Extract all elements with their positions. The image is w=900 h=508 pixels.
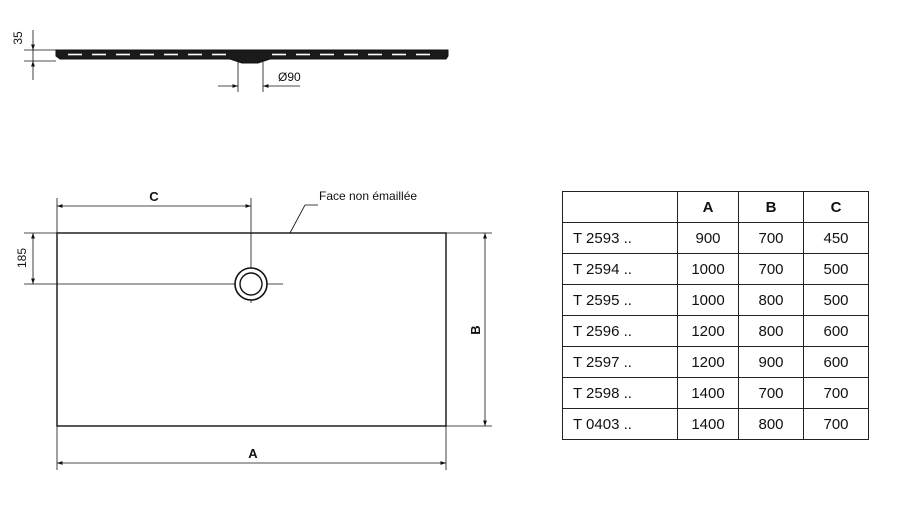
column-header-b: B (738, 191, 804, 223)
b-cell: 700 (738, 253, 804, 285)
a-cell: 1200 (677, 315, 739, 347)
a-cell: 1200 (677, 346, 739, 378)
a-cell: 1000 (677, 284, 739, 316)
b-cell: 800 (738, 284, 804, 316)
ref-cell: T 2596 .. (562, 315, 678, 347)
height-dim-label: 35 (11, 31, 25, 45)
column-header-a: A (677, 191, 739, 223)
table-row: T 2594 .. 1000 700 500 (562, 253, 869, 285)
table-row: T 2593 .. 900 700 450 (562, 222, 869, 254)
c-cell: 450 (803, 222, 869, 254)
b-cell: 800 (738, 408, 804, 440)
table-row: T 2595 .. 1000 800 500 (562, 284, 869, 316)
ref-cell: T 2594 .. (562, 253, 678, 285)
c-cell: 500 (803, 284, 869, 316)
c-cell: 600 (803, 315, 869, 347)
c-cell: 600 (803, 346, 869, 378)
drain-offset-dimension (24, 232, 57, 285)
tray-profile (55, 49, 449, 64)
height-dimension (24, 30, 56, 80)
b-cell: 900 (738, 346, 804, 378)
dim-c-label: C (149, 189, 159, 204)
dim-b-label: B (468, 325, 483, 334)
dimension-c (56, 198, 251, 233)
a-cell: 1400 (677, 377, 739, 409)
side-view: 35 Ø90 (11, 30, 449, 92)
ref-cell: T 2593 .. (562, 222, 678, 254)
note-leader (289, 204, 318, 234)
c-cell: 700 (803, 377, 869, 409)
dimension-b (446, 232, 492, 427)
drain-diameter-label: Ø90 (278, 70, 301, 84)
unglazed-face-note: Face non émaillée (319, 189, 417, 203)
c-cell: 500 (803, 253, 869, 285)
ref-cell: T 2597 .. (562, 346, 678, 378)
dim-a-label: A (248, 446, 258, 461)
table-row: T 2597 .. 1200 900 600 (562, 346, 869, 378)
tray-outline (56, 232, 447, 427)
table-row: T 2598 .. 1400 700 700 (562, 377, 869, 409)
b-cell: 800 (738, 315, 804, 347)
drain-symbol (57, 198, 283, 303)
a-cell: 1400 (677, 408, 739, 440)
ref-cell: T 2595 .. (562, 284, 678, 316)
a-cell: 1000 (677, 253, 739, 285)
ref-cell: T 2598 .. (562, 377, 678, 409)
b-cell: 700 (738, 377, 804, 409)
table-row: T 2596 .. 1200 800 600 (562, 315, 869, 347)
drain-offset-label: 185 (15, 248, 29, 268)
a-cell: 900 (677, 222, 739, 254)
table-row: T 0403 .. 1400 800 700 (562, 408, 869, 440)
ref-cell: T 0403 .. (562, 408, 678, 440)
c-cell: 700 (803, 408, 869, 440)
dimensions-table: A B C T 2593 .. 900 700 450 T 2594 .. 10… (562, 191, 869, 440)
plan-view: C A B 185 Face non émaillée (15, 189, 492, 470)
dimension-a (56, 426, 447, 470)
table-header-row: A B C (562, 191, 869, 223)
column-header-c: C (803, 191, 869, 223)
b-cell: 700 (738, 222, 804, 254)
drain-diameter-dimension (218, 62, 300, 92)
column-header-ref (562, 191, 678, 223)
